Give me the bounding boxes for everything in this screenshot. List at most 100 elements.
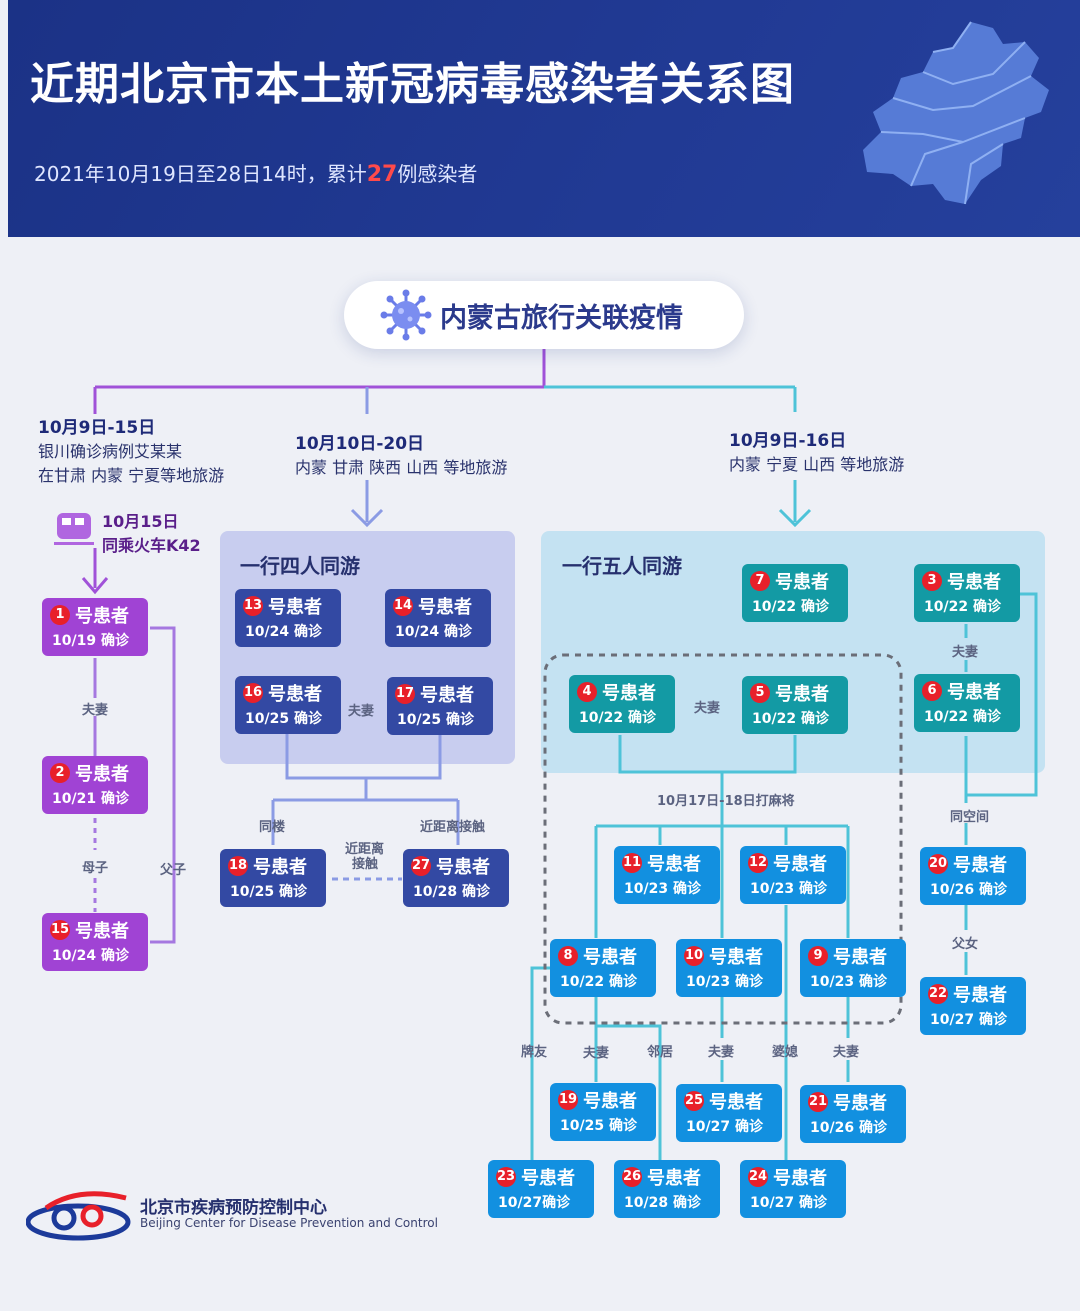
- patient-date: 10/22 确诊: [924, 599, 1001, 615]
- patient-date: 10/28 确诊: [413, 884, 490, 900]
- beijing-map-icon: [863, 21, 1049, 205]
- patient-badge: 23: [496, 1167, 516, 1187]
- patient-label: 号患者: [420, 685, 474, 706]
- right-branch-line1: 内蒙 宁夏 山西 等地旅游: [729, 455, 905, 474]
- train-number: 同乘火车K42: [102, 536, 201, 555]
- patient-badge: 14: [393, 596, 413, 616]
- patient-label: 号患者: [268, 597, 322, 618]
- patient-badge: 17: [395, 684, 415, 704]
- patient-label: 号患者: [521, 1168, 575, 1189]
- patient-badge: 26: [622, 1167, 642, 1187]
- patient-badge: 2: [50, 763, 70, 783]
- patient-badge: 8: [558, 946, 578, 966]
- patient-label: 号患者: [75, 764, 129, 785]
- patient-badge: 16: [243, 683, 263, 703]
- org-name-en: Beijing Center for Disease Prevention an…: [140, 1216, 438, 1230]
- relation-close-contact: 近距离接触: [420, 820, 486, 835]
- left-branch-annotation: 10月9日-15日 银川确诊病例艾某某 在甘肃 内蒙 宁夏等地旅游: [38, 413, 224, 486]
- patient-date: 10/27 确诊: [750, 1195, 827, 1211]
- patient-label: 号患者: [709, 1092, 763, 1113]
- patient-label: 号患者: [775, 572, 829, 593]
- patient-label: 号患者: [583, 947, 637, 968]
- patient-badge: 4: [577, 682, 597, 702]
- case-count: 27: [366, 162, 398, 187]
- patient-badge: 20: [928, 854, 948, 874]
- relation-couple-8-19: 夫妻: [583, 1046, 610, 1061]
- patient-badge: 21: [808, 1092, 828, 1112]
- patient-date: 10/26 确诊: [810, 1120, 887, 1136]
- relation-card-friend: 牌友: [521, 1045, 548, 1060]
- patient-badge: 24: [748, 1167, 768, 1187]
- left-branch-dates: 10月9日-15日: [38, 418, 156, 438]
- relation-in-law: 婆媳: [772, 1045, 799, 1060]
- patient-label: 号患者: [253, 857, 307, 878]
- virus-icon: [380, 289, 432, 341]
- patient-date: 10/21 确诊: [52, 791, 129, 807]
- patient-date: 10/27 确诊: [686, 1119, 763, 1135]
- patient-label: 号患者: [709, 947, 763, 968]
- patient-badge: 10: [684, 946, 704, 966]
- right-branch-dates: 10月9日-16日: [729, 431, 847, 451]
- patient-label: 号患者: [583, 1091, 637, 1112]
- relation-couple-10-25: 夫妻: [708, 1045, 735, 1060]
- patient-label: 号患者: [436, 857, 490, 878]
- patient-badge: 5: [750, 683, 770, 703]
- relation-close-contact-a: 近距离: [345, 842, 385, 857]
- page-title: 近期北京市本土新冠病毒感染者关系图: [30, 59, 795, 110]
- train-date: 10月15日: [102, 512, 179, 531]
- relation-couple-4-5: 夫妻: [694, 701, 721, 716]
- root-cluster-label: 内蒙古旅行关联疫情: [344, 281, 744, 349]
- relation-same-space: 同空间: [950, 810, 990, 825]
- patient-label: 号患者: [647, 854, 701, 875]
- patient-date: 10/22 确诊: [752, 599, 829, 615]
- patient-date: 10/23 确诊: [750, 881, 827, 897]
- patient-badge: 9: [808, 946, 828, 966]
- right-branch-annotation: 10月9日-16日 内蒙 宁夏 山西 等地旅游: [729, 426, 904, 475]
- patient-date: 10/23 确诊: [686, 974, 763, 990]
- patient-label: 号患者: [947, 682, 1001, 703]
- patient-badge: 7: [750, 571, 770, 591]
- relation-couple-16-17: 夫妻: [348, 704, 375, 719]
- relation-neighbor: 邻居: [647, 1045, 674, 1060]
- patient-label: 号患者: [268, 684, 322, 705]
- patient-date: 10/24 确诊: [245, 624, 322, 640]
- relation-father-son: 父子: [160, 863, 187, 878]
- patient-label: 号患者: [947, 572, 1001, 593]
- middle-branch-annotation: 10月10日-20日 内蒙 甘肃 陕西 山西 等地旅游: [295, 429, 507, 478]
- patient-date: 10/27 确诊: [930, 1012, 1007, 1028]
- org-name-cn: 北京市疾病预防控制中心: [140, 1198, 327, 1218]
- subtitle-pre: 2021年10月19日至28日14时，累计: [34, 162, 367, 186]
- patient-badge: 6: [922, 681, 942, 701]
- relation-couple-9-21: 夫妻: [833, 1045, 860, 1060]
- patient-badge: 19: [558, 1090, 578, 1110]
- patient-date: 10/25 确诊: [245, 711, 322, 727]
